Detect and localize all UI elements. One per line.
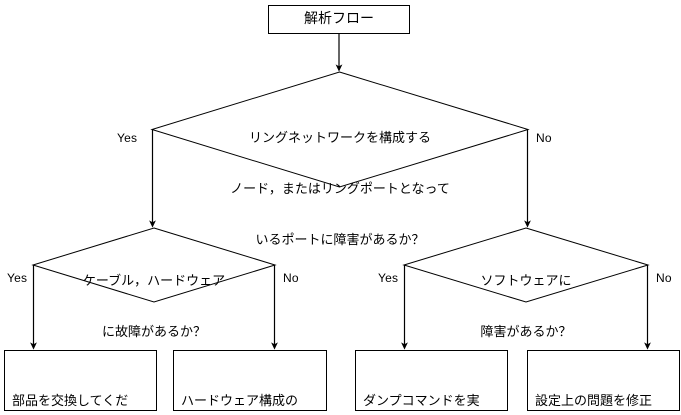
edge-label-left-yes: Yes: [7, 271, 28, 285]
decision-left-shape: [31, 227, 277, 303]
start-box-shape: [268, 5, 410, 34]
action-fix-config-shape: [527, 350, 680, 411]
action-fix-config-box[interactable]: [527, 350, 680, 411]
decision-left[interactable]: [33, 228, 275, 302]
edge-label-left-no: No: [283, 271, 299, 285]
start-box[interactable]: [268, 5, 410, 34]
action-dump-command-box[interactable]: [355, 350, 508, 411]
decision-right[interactable]: [404, 228, 648, 302]
decision-right-shape: [402, 227, 650, 303]
edge-label-main-no: No: [536, 131, 552, 145]
action-fix-hardware-box[interactable]: [173, 350, 327, 411]
edge-label-right-yes: Yes: [378, 271, 399, 285]
action-replace-part-box[interactable]: [4, 350, 157, 411]
decision-main-shape: [150, 71, 530, 188]
edge-label-main-yes: Yes: [117, 131, 138, 145]
action-replace-part-shape: [4, 350, 157, 411]
action-fix-hardware-shape: [173, 350, 327, 411]
edge-label-right-no: No: [656, 271, 672, 285]
decision-main[interactable]: [152, 72, 528, 187]
action-dump-command-shape: [355, 350, 508, 411]
